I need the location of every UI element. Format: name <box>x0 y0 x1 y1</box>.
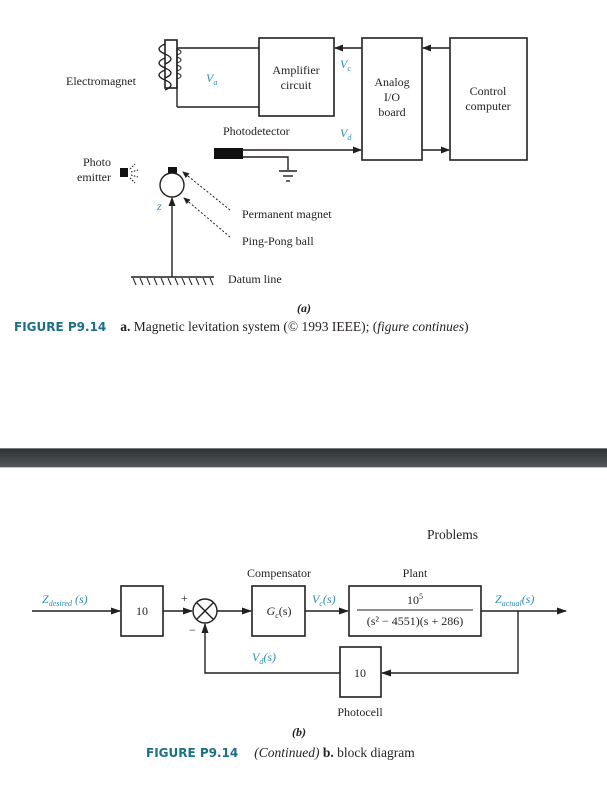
photo-emitter-label-2: emitter <box>77 170 111 184</box>
electromagnet-label: Electromagnet <box>66 74 137 88</box>
amplifier-circuit-block <box>258 37 335 117</box>
amplifier-label-2: circuit <box>281 78 312 92</box>
plant-block <box>348 585 482 637</box>
vc-label: Vc(s) <box>312 592 336 608</box>
control-computer-block <box>449 37 528 161</box>
input-gain-block <box>120 585 164 637</box>
z-desired-label: Zdesired (s) <box>42 592 88 608</box>
ping-pong-ball-label: Ping-Pong ball <box>242 234 314 248</box>
plant-title: Plant <box>403 566 428 580</box>
photo-emitter-icon <box>120 163 139 184</box>
magnet-pointer <box>182 171 231 211</box>
summing-junction <box>192 598 218 624</box>
sum-minus-sign: − <box>189 623 196 637</box>
page-divider <box>0 448 607 468</box>
vc-label: Vc <box>340 57 351 73</box>
photocell-gain-block <box>339 646 382 698</box>
figure-b-caption: FIGURE P9.14 (Continued) b. block diagra… <box>146 744 415 761</box>
ping-pong-ball <box>159 172 185 198</box>
control-label-1: Control <box>470 84 507 98</box>
datum-line <box>131 276 214 286</box>
z-label: z <box>156 199 162 213</box>
photocell-label: Photocell <box>337 705 383 719</box>
permanent-magnet-label: Permanent magnet <box>242 207 332 221</box>
photocell-gain-value: 10 <box>354 666 366 680</box>
feedback-path-right <box>381 611 519 677</box>
photodetector-sensor <box>214 148 243 159</box>
figure-a-sublabel: (a) <box>297 301 311 315</box>
vd-label: Vd <box>340 126 352 142</box>
ground-wire <box>243 156 289 170</box>
analog-label-3: board <box>378 105 405 119</box>
permanent-magnet <box>168 167 177 173</box>
datum-line-label: Datum line <box>228 272 282 286</box>
plant-denominator: (s² − 4551)(s + 286) <box>367 614 463 628</box>
sum-plus-sign: + <box>181 591 188 605</box>
analog-label-1: Analog <box>374 75 409 89</box>
vd-label: Vd(s) <box>252 650 276 666</box>
figure-a-maglev-system: Electromagnet Va Amplifier circuit Vc An… <box>14 37 528 335</box>
va-label: Va <box>206 71 217 87</box>
compensator-block <box>251 585 306 637</box>
figure-b-sublabel: (b) <box>292 725 306 739</box>
control-label-2: computer <box>465 99 510 113</box>
analog-io-board-block <box>361 37 423 161</box>
plant-numerator: 105 <box>407 592 423 607</box>
input-gain-value: 10 <box>136 604 148 618</box>
amplifier-label-1: Amplifier <box>272 63 319 77</box>
ground-icon <box>279 170 297 182</box>
compensator-tf: Gc(s) <box>267 604 292 620</box>
page-header-problems: Problems <box>427 527 478 542</box>
photo-emitter-label-1: Photo <box>83 155 111 169</box>
feedback-path-left <box>201 623 340 674</box>
z-actual-label: Zactual(s) <box>495 592 534 608</box>
photodetector-label: Photodetector <box>223 124 290 138</box>
analog-label-2: I/O <box>384 90 400 104</box>
compensator-title: Compensator <box>247 566 311 580</box>
figure-a-caption: FIGURE P9.14 a. Magnetic levitation syst… <box>14 318 469 335</box>
